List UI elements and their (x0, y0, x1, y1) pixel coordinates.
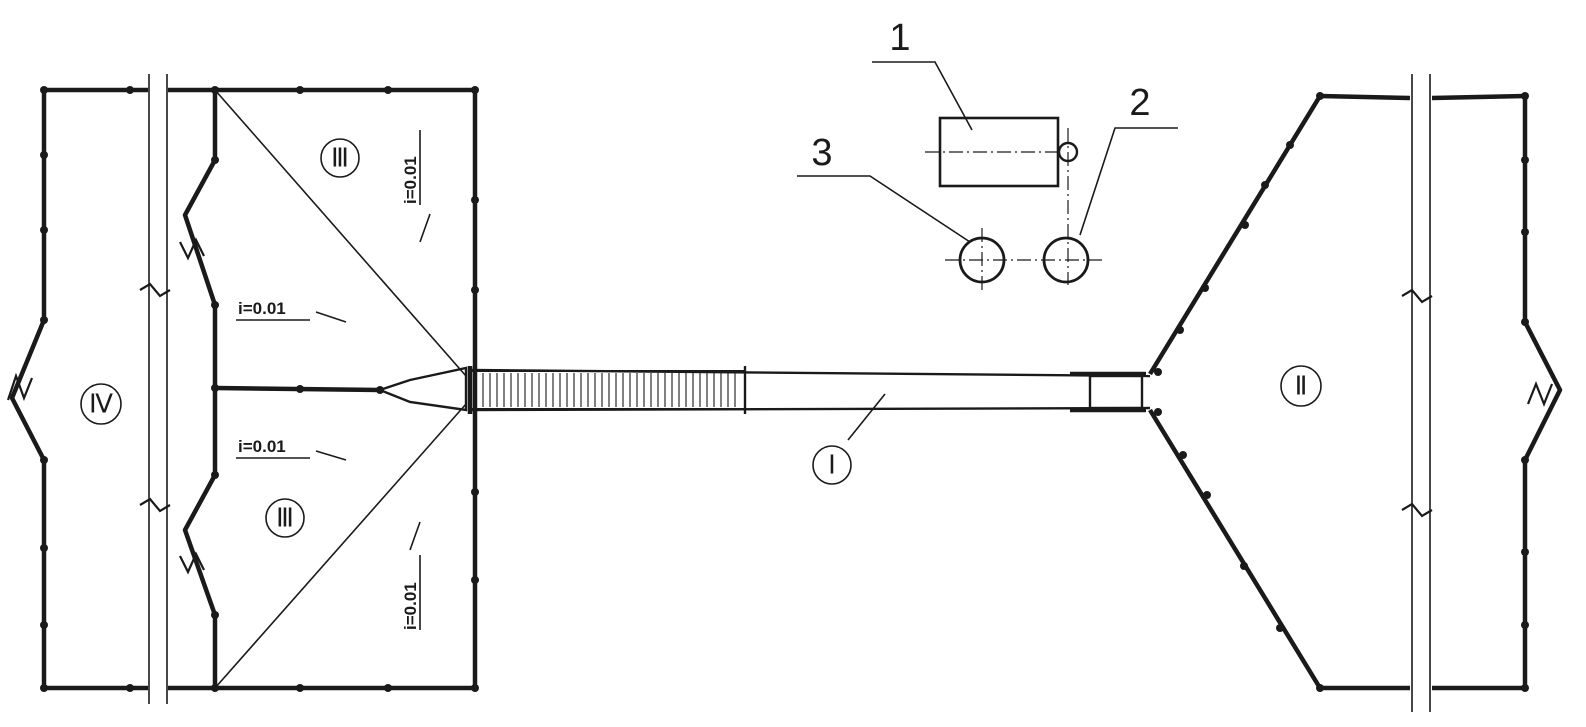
slope-arrow-right-lower (409, 521, 421, 551)
slope-arrow-left-lower (315, 450, 347, 461)
conduit-gate (1088, 374, 1144, 410)
right-frame (1148, 93, 1411, 376)
right-frame-c (1431, 93, 1563, 691)
right-frame-nodes (1154, 92, 1529, 692)
zone-labels: Ⅲ Ⅲ Ⅳ Ⅰ Ⅱ (80, 138, 1322, 538)
right-frame-b (1148, 408, 1410, 691)
zone-II-circle (1280, 365, 1322, 407)
left-break-mark-lower (139, 497, 171, 513)
left-break-gap (148, 78, 168, 700)
zone-IV-circle (80, 383, 122, 425)
left-zone (6, 74, 479, 704)
equipment-group: 1 2 3 (797, 17, 1178, 292)
callout-2-leader (1079, 127, 1178, 236)
slope-label-right-upper: i=0.01 (401, 156, 420, 204)
callout-1-leader (872, 61, 973, 131)
zone-I-leader (847, 393, 886, 441)
right-break-mark-upper (1401, 288, 1433, 304)
zone-III-bottom-circle (265, 498, 305, 538)
ridge-line-bottom (214, 403, 467, 689)
slope-arrow-right-upper (419, 213, 431, 243)
ridge-line-top (214, 89, 467, 377)
slope-arrow-left-upper (315, 311, 347, 323)
left-funnel (379, 366, 468, 412)
right-break-mark-lower (1401, 502, 1433, 518)
zone-III-top-circle (320, 138, 360, 178)
callout-3-leader (797, 175, 971, 243)
slope-annotations: i=0.01 i=0.01 i=0.01 i=0.01 (236, 130, 431, 630)
zone-I-label: Ⅰ (828, 451, 836, 480)
slope-label-right-lower: i=0.01 (401, 582, 420, 630)
conduit-hatched-section (469, 370, 746, 410)
left-break-mark-upper (139, 282, 171, 298)
zone-IV-label: Ⅳ (89, 390, 113, 419)
callout-3-label: 3 (811, 132, 832, 174)
callout-2-label: 2 (1129, 82, 1150, 124)
left-frame-nodes (40, 86, 479, 692)
zone-II-label: Ⅱ (1295, 372, 1308, 401)
zone-III-top-label: Ⅲ (331, 144, 349, 173)
callout-1-label: 1 (889, 17, 910, 59)
left-frame-left (9, 90, 47, 688)
left-zigzag-outer (6, 372, 34, 402)
slope-label-left-lower: i=0.01 (238, 437, 286, 456)
left-inner-boundary (182, 90, 218, 688)
left-zigzag-upper (179, 237, 205, 261)
conduit (467, 366, 1151, 441)
right-zigzag-outer (1526, 381, 1554, 407)
zone-I-circle (812, 445, 852, 485)
slope-label-left-upper: i=0.01 (238, 299, 286, 318)
zone-III-bottom-label: Ⅲ (276, 504, 294, 533)
right-zone (1148, 74, 1563, 712)
left-zigzag-lower (179, 551, 205, 575)
